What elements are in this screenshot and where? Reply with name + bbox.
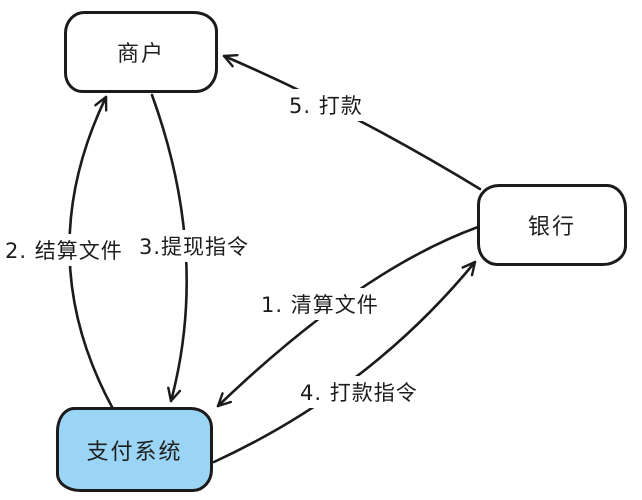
edge-label-payout-instruction: 4. 打款指令 [297, 376, 421, 408]
node-merchant-label: 商户 [116, 42, 165, 67]
node-bank-label: 银行 [527, 215, 576, 240]
node-payment-system: 支付系统 [56, 407, 213, 492]
node-merchant: 商户 [64, 11, 218, 93]
edge-label-withdraw-instruction: 3.提现指令 [136, 230, 253, 262]
edge-arrow-5-payout [222, 54, 482, 191]
edge-label-settlement-file: 2. 结算文件 [2, 234, 126, 266]
edge-arrow-4-payout-instruction [212, 260, 477, 464]
edge-label-payout: 5. 打款 [286, 89, 366, 121]
edge-label-clearing-file: 1. 清算文件 [258, 288, 382, 320]
node-bank: 银行 [477, 184, 627, 266]
node-payment-system-label: 支付系统 [86, 439, 183, 465]
